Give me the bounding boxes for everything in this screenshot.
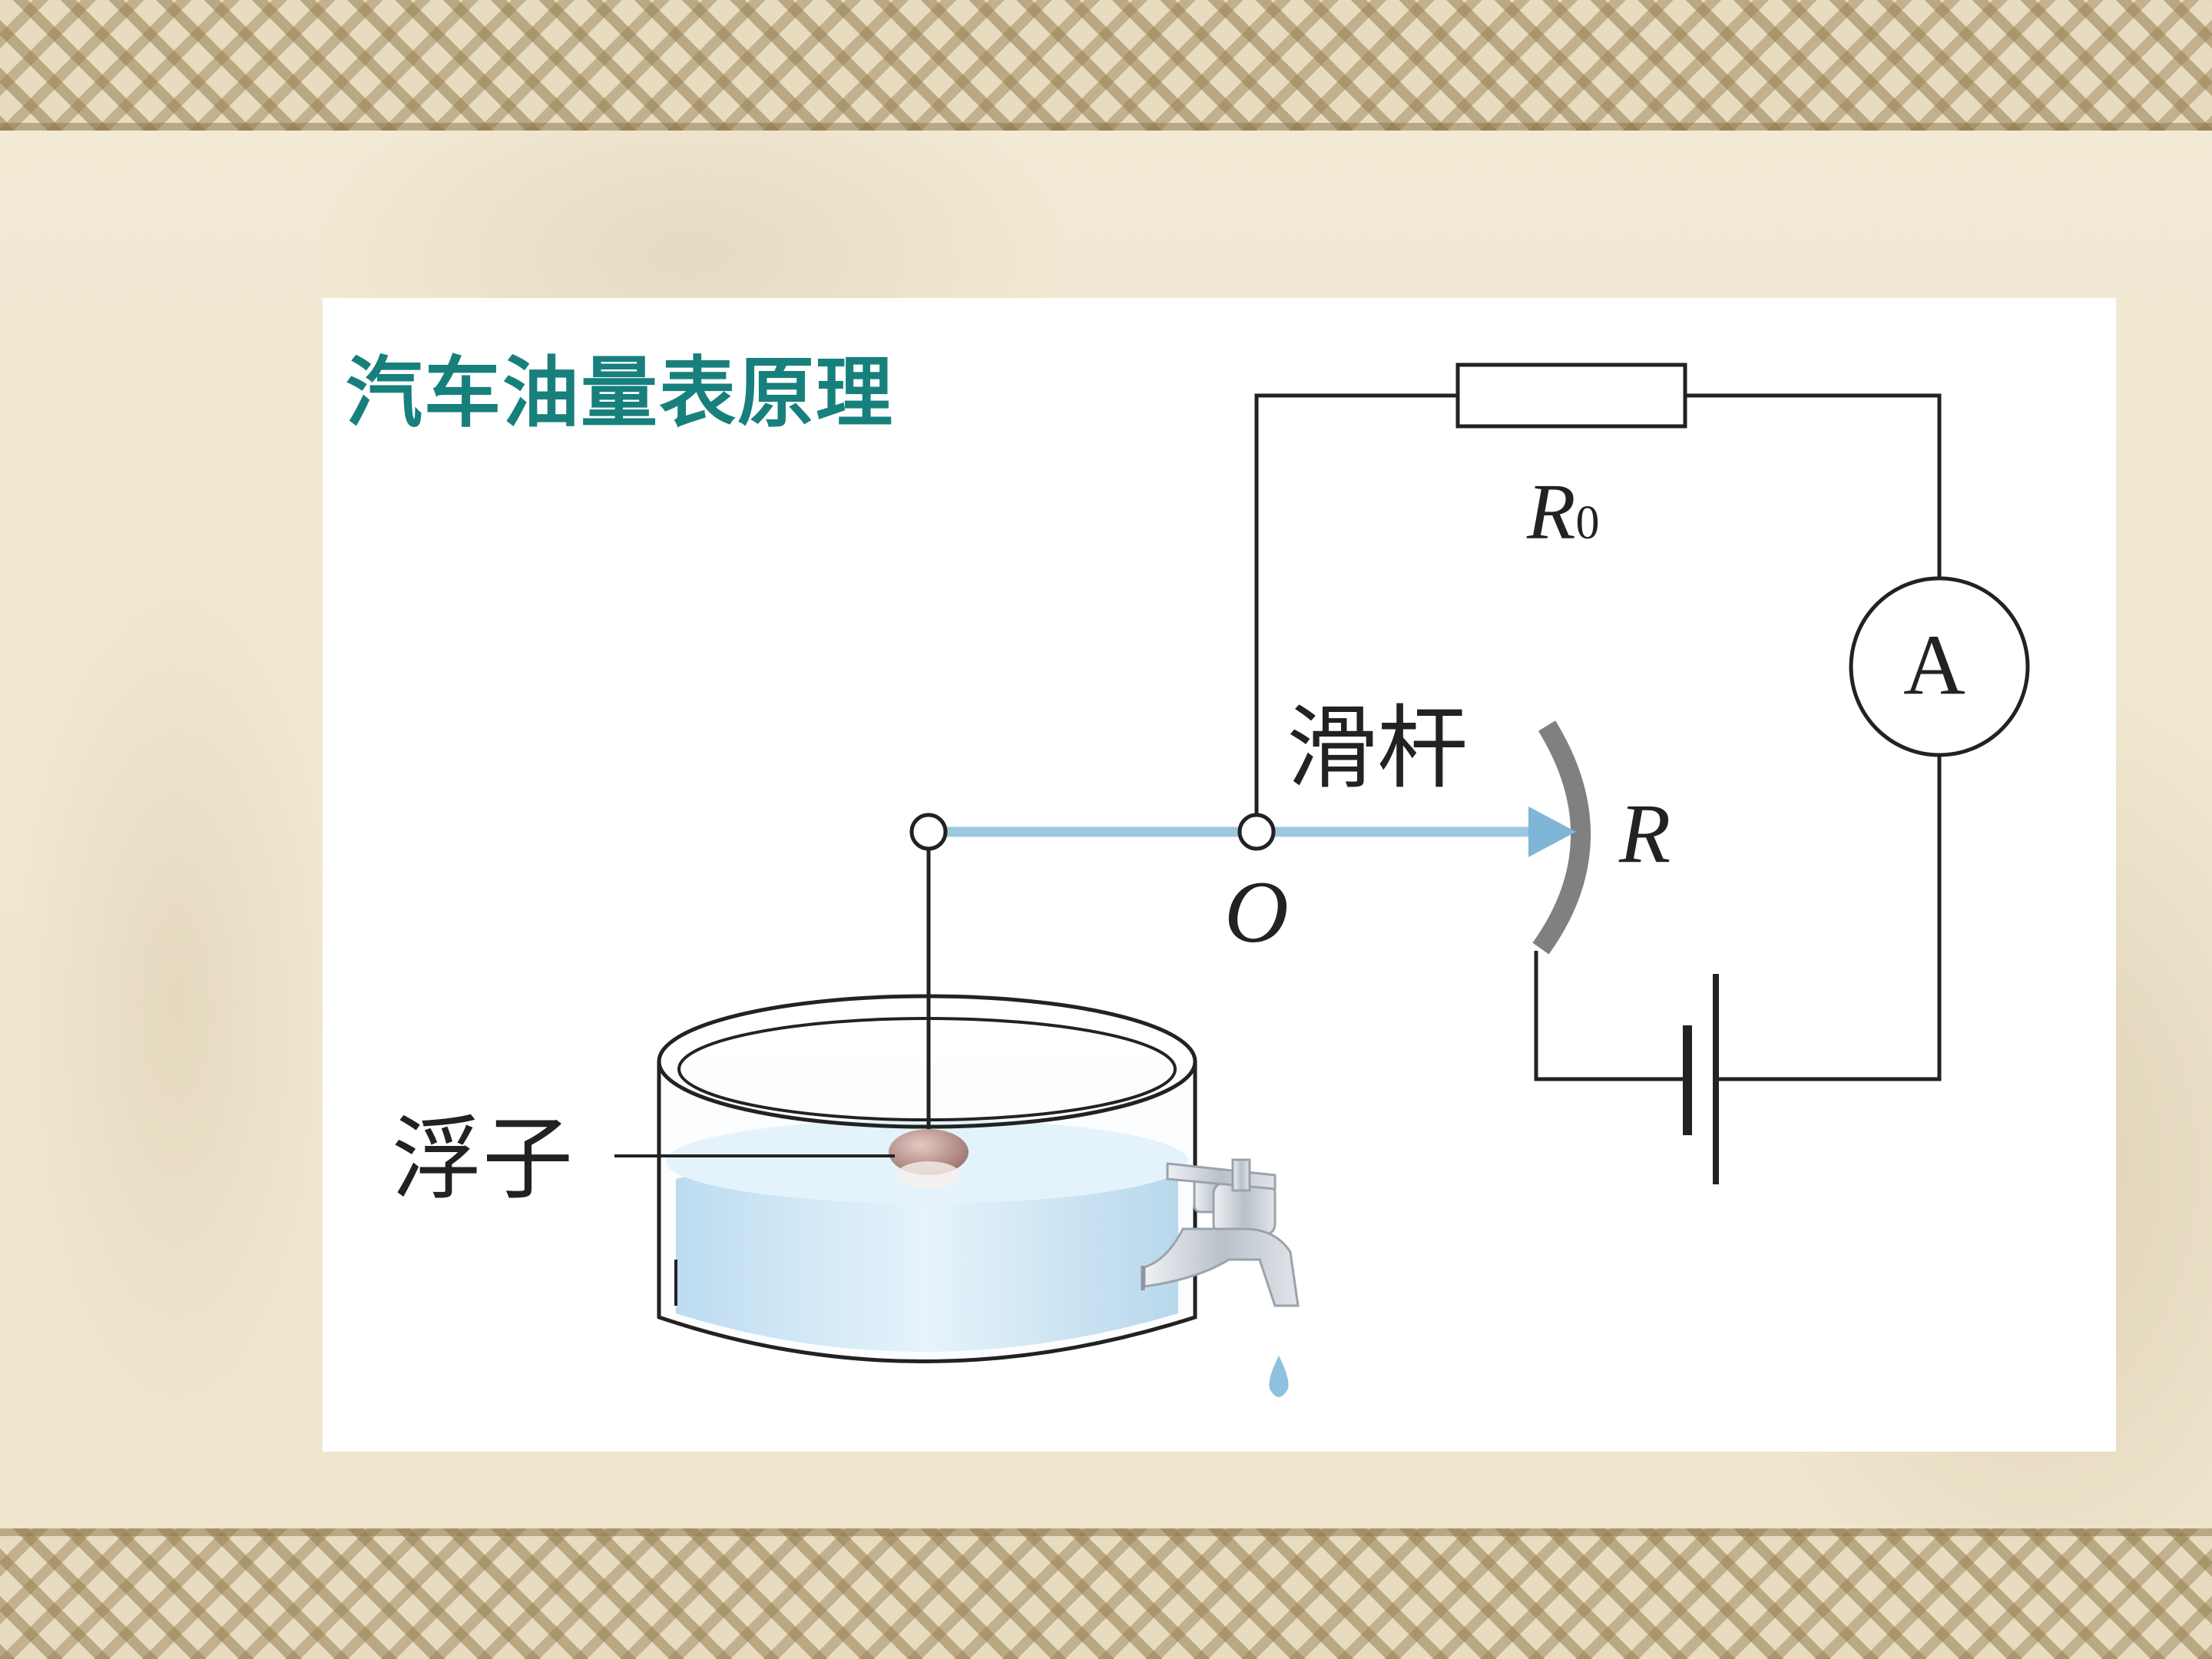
slider-rod (929, 806, 1576, 857)
label-r0: R0 (1527, 472, 1600, 552)
wire-top-right (1685, 393, 1942, 578)
label-r0-subscript: 0 (1575, 497, 1600, 549)
water-drop-icon (1269, 1356, 1289, 1397)
battery (1683, 974, 1719, 1184)
pivot-o (1237, 813, 1276, 851)
wire-right-lower (1716, 757, 1942, 1081)
slider-arrowhead (1528, 806, 1576, 857)
diagram-title: 汽车油量表原理 (346, 348, 894, 438)
resistor-r0 (1455, 363, 1687, 429)
label-float: 浮子 (392, 1106, 574, 1212)
decorative-border-bottom (0, 1528, 2212, 1659)
wire-bottom-left (1534, 951, 1687, 1081)
wire-top-left (1254, 393, 1458, 830)
label-slider-rod: 滑杆 (1286, 695, 1469, 801)
label-pivot-o: O (1224, 863, 1289, 962)
float (889, 1129, 969, 1175)
tap-icon (1141, 1158, 1300, 1307)
circuit-wires (1254, 393, 1942, 1081)
rheostat-arc (1532, 720, 1591, 955)
decorative-border-top (0, 0, 2212, 131)
ammeter (1849, 576, 2030, 757)
label-ammeter: A (1903, 618, 1965, 713)
float-joint (909, 813, 948, 851)
label-rheostat-r: R (1619, 786, 1671, 880)
label-r0-main: R (1527, 468, 1576, 556)
